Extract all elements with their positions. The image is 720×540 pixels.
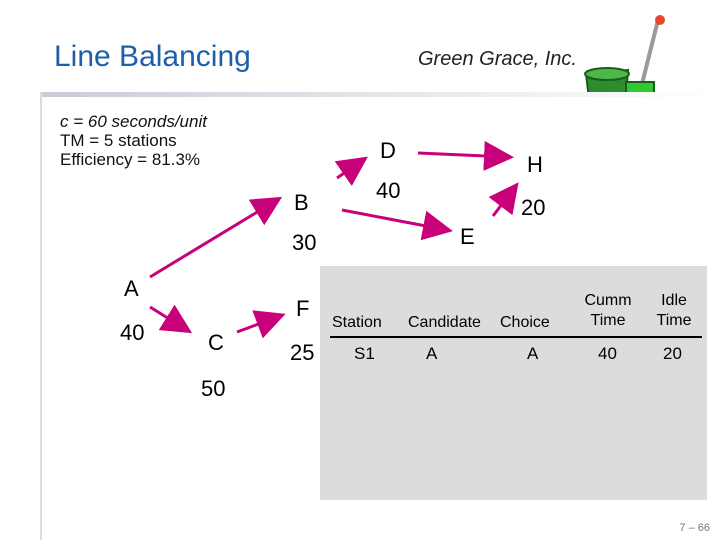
page-number: 7 – 66 [679, 522, 710, 534]
node-h-label: H [527, 152, 543, 177]
header-candidate: Candidate [408, 314, 481, 331]
node-f-time: 25 [290, 340, 315, 365]
node-d-time: 40 [376, 178, 401, 203]
line-summary: c = 60 seconds/unit TM = 5 stations Effi… [60, 112, 207, 169]
node-d-label: D [380, 138, 396, 163]
cell-choice: A [527, 344, 539, 363]
header-idle-time: Idle Time [656, 292, 692, 329]
arrow-b-d [334, 156, 368, 186]
node-b-label: B [294, 190, 309, 215]
arrow-d-h [417, 140, 514, 171]
cell-candidate: A [426, 344, 438, 363]
node-f-label: F [296, 296, 310, 321]
node-a-time: 40 [120, 320, 145, 345]
arrow-c-f [236, 310, 286, 339]
header-choice: Choice [500, 314, 550, 331]
balancing-table-panel [320, 266, 707, 500]
arrow-e-h [488, 182, 519, 217]
node-c-label: C [208, 330, 224, 355]
node-a-label: A [124, 276, 139, 301]
node-c-time: 50 [201, 376, 226, 401]
arrow-a-c [149, 304, 193, 334]
company-name: Green Grace, Inc. [418, 48, 577, 70]
header-station: Station [332, 314, 382, 331]
cell-station: S1 [354, 344, 375, 363]
cell-cumm-time: 40 [598, 344, 617, 363]
efficiency-text: Efficiency = 81.3% [60, 150, 201, 169]
header-cumm-time: Cumm Time [584, 292, 632, 329]
arrow-a-b [149, 196, 283, 279]
node-e-label: E [460, 224, 475, 249]
node-b-time: 30 [292, 230, 317, 255]
stations-text: TM = 5 stations [60, 131, 177, 150]
header-rule [330, 336, 702, 338]
cell-idle-time: 20 [663, 344, 682, 363]
slide-title: Line Balancing [54, 40, 251, 73]
node-h-time: 20 [521, 195, 546, 220]
cycle-time-text: c = 60 seconds/unit [60, 112, 207, 131]
arrow-b-e [341, 208, 453, 241]
